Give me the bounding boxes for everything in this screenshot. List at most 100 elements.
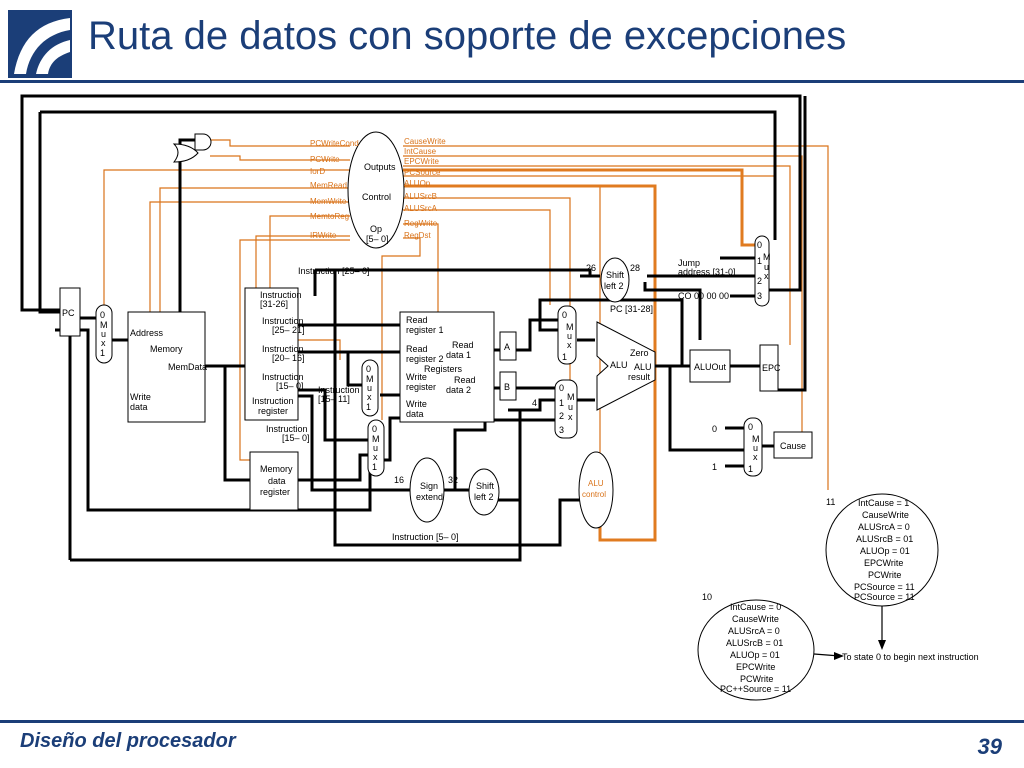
and-or-gates [172, 133, 212, 163]
svg-text:0: 0 [562, 310, 567, 320]
mux-iord: 0 M u x 1 [95, 304, 113, 364]
svg-text:PCSource = 11: PCSource = 11 [854, 592, 915, 602]
svg-text:data: data [130, 402, 148, 412]
svg-text:MemData: MemData [168, 362, 207, 372]
jump-address-label: address [31-0] [678, 267, 736, 277]
svg-text:1: 1 [366, 402, 371, 412]
register-b: B [499, 371, 517, 401]
svg-text:2: 2 [559, 411, 564, 421]
epc-register: EPC [759, 344, 781, 392]
svg-text:ALUSrcB = 01: ALUSrcB = 01 [726, 638, 783, 648]
cause-register: Cause [773, 431, 813, 459]
svg-text:u: u [567, 331, 572, 341]
svg-text:0: 0 [372, 424, 377, 434]
svg-text:0: 0 [559, 383, 564, 393]
svg-text:1: 1 [562, 352, 567, 362]
svg-text:Shift: Shift [476, 481, 495, 491]
state-11: 11 IntCause = 1 CauseWrite ALUSrcA = 0 A… [825, 493, 939, 607]
svg-text:A: A [504, 342, 510, 352]
svg-text:PCWrite: PCWrite [740, 674, 773, 684]
footer-divider [0, 720, 1024, 723]
co-label: CO 00 00 00 [678, 291, 729, 301]
svg-text:RegDst: RegDst [404, 231, 431, 240]
data-wires [20, 94, 807, 562]
svg-text:left 2: left 2 [474, 492, 494, 502]
svg-text:Instruction: Instruction [260, 290, 302, 300]
svg-text:Control: Control [362, 192, 391, 202]
svg-text:Shift: Shift [606, 270, 625, 280]
svg-text:data 1: data 1 [446, 350, 471, 360]
svg-text:x: x [367, 392, 372, 402]
instruction-15-11-label-a: Instruction [318, 385, 360, 395]
mux-memtoreg: 0 M u x 1 [367, 419, 385, 477]
svg-text:M: M [752, 434, 760, 444]
svg-text:M: M [372, 434, 380, 444]
svg-text:Read: Read [406, 315, 428, 325]
svg-text:result: result [628, 372, 651, 382]
svg-text:ALU: ALU [610, 360, 628, 370]
svg-text:PC: PC [62, 308, 75, 318]
svg-text:control: control [582, 490, 606, 499]
svg-text:[25– 21]: [25– 21] [272, 325, 305, 335]
svg-text:data: data [268, 476, 286, 486]
svg-text:1: 1 [100, 348, 105, 358]
svg-text:IorD: IorD [310, 167, 325, 176]
svg-text:RegWrite: RegWrite [404, 219, 438, 228]
control-unit: Outputs Control Op [5– 0] [347, 131, 405, 249]
svg-text:MemtoReg: MemtoReg [310, 212, 349, 221]
svg-text:u: u [101, 329, 106, 339]
svg-text:PCWrite: PCWrite [310, 155, 340, 164]
svg-text:EPC: EPC [762, 363, 781, 373]
svg-text:0: 0 [366, 364, 371, 374]
svg-text:PCSource: PCSource [404, 168, 441, 177]
cause-input-1: 1 [712, 462, 717, 472]
bits-28-label: 28 [630, 263, 640, 273]
svg-text:register: register [258, 406, 288, 416]
svg-text:PCWrite: PCWrite [868, 570, 901, 580]
svg-text:Read: Read [454, 375, 476, 385]
svg-text:extend: extend [416, 492, 443, 502]
pcsource-wire [403, 168, 755, 247]
svg-text:Instruction: Instruction [252, 396, 294, 406]
svg-text:Write: Write [130, 392, 151, 402]
svg-text:M: M [763, 252, 771, 262]
svg-text:M: M [100, 320, 108, 330]
svg-text:Address: Address [130, 328, 164, 338]
svg-text:CauseWrite: CauseWrite [862, 510, 909, 520]
svg-text:M: M [566, 322, 574, 332]
pc-register: PC [59, 287, 81, 337]
svg-text:Zero: Zero [630, 348, 649, 358]
svg-text:1: 1 [757, 256, 762, 266]
alu: ALU Zero ALU result [596, 321, 656, 411]
svg-text:MemRead: MemRead [310, 181, 347, 190]
aluop-wire [403, 184, 657, 542]
svg-text:10: 10 [702, 592, 712, 602]
svg-text:1: 1 [372, 462, 377, 472]
register-a: A [499, 331, 517, 361]
svg-text:[5– 0]: [5– 0] [366, 234, 389, 244]
svg-text:0: 0 [757, 240, 762, 250]
svg-text:register: register [260, 487, 290, 497]
instruction-15-0-label-a: Instruction [266, 424, 308, 434]
svg-text:IntCause = 1: IntCause = 1 [858, 498, 909, 508]
svg-text:Instruction: Instruction [262, 372, 304, 382]
control-left-signal-labels: PCWriteCond PCWrite IorD MemRead MemWrit… [310, 139, 359, 240]
control-right-signal-labels: CauseWrite IntCause EPCWrite PCSource AL… [404, 137, 446, 240]
svg-text:Write: Write [406, 372, 427, 382]
svg-text:Instruction: Instruction [262, 344, 304, 354]
aluout-register: ALUOut [689, 349, 731, 383]
svg-text:[15– 0]: [15– 0] [276, 381, 304, 391]
svg-text:M: M [567, 392, 575, 402]
svg-text:ALUSrcA: ALUSrcA [404, 204, 438, 213]
mux-regdst: 0 M u x 1 [361, 359, 379, 417]
svg-text:PCSource = 11: PCSource = 11 [854, 582, 915, 592]
svg-text:x: x [764, 271, 769, 281]
svg-text:Op: Op [370, 224, 382, 234]
svg-text:2: 2 [757, 276, 762, 286]
title-divider [0, 80, 1024, 83]
alu-control: ALU control [578, 451, 614, 529]
svg-text:PC++Source = 11: PC++Source = 11 [720, 684, 791, 694]
svg-text:ALUSrcA = 0: ALUSrcA = 0 [728, 626, 780, 636]
svg-text:3: 3 [559, 425, 564, 435]
mux-pcsource: 0 1 2 3 M u x [754, 235, 771, 307]
